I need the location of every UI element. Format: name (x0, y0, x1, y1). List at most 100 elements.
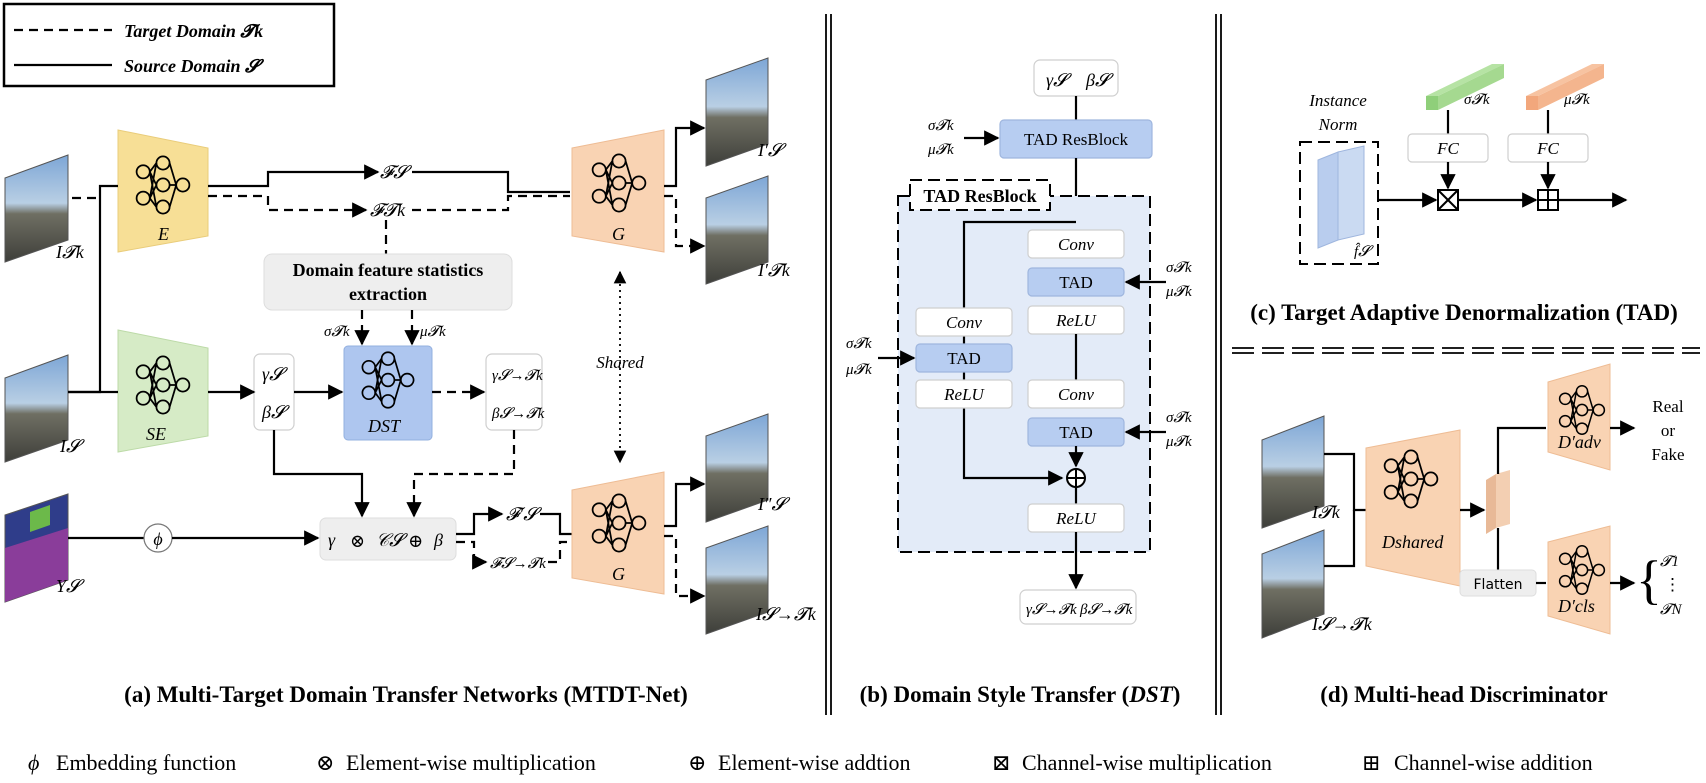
image-source-input (4, 354, 69, 463)
legend-otimes-text: Element-wise multiplication (346, 750, 596, 775)
class-1-label: 𝓣1 (1660, 554, 1679, 570)
instance-norm-line2: Norm (1318, 115, 1358, 134)
gamma-beta-transfer-box: γ𝓢→𝓣k β𝓢→𝓣k (485, 353, 545, 431)
feature-source2-label: 𝓕′𝓢 (506, 504, 542, 524)
caption-panel-b: (b) Domain Style Transfer (DST) (860, 682, 1181, 707)
tad-l-label: TAD (947, 349, 981, 368)
relu-l-label: ReLU (943, 385, 985, 404)
flatten-label: Flatten (1474, 577, 1523, 593)
image-segmentation-input (4, 493, 69, 603)
stats-box-line2: extraction (349, 284, 427, 304)
style-encoder-label: SE (146, 424, 166, 444)
gamma-st-label: γ𝓢→𝓣k (492, 368, 543, 384)
label-out-source2: I″𝓢 (757, 494, 790, 514)
tad-resblock-top: TAD ResBlock (1024, 130, 1128, 149)
legend-boxtimes-text: Channel-wise multiplication (1022, 750, 1272, 775)
out-gamma-beta-box (1019, 589, 1137, 625)
instance-norm-line1: Instance (1308, 91, 1367, 110)
image-d-transfer (1261, 529, 1325, 639)
out-beta: β𝓢→𝓣k (1079, 602, 1133, 618)
conv-r1-label: Conv (1058, 235, 1094, 254)
d-shared-block: Dshared (1365, 429, 1461, 587)
d-adv-label: D′adv (1557, 432, 1601, 452)
combine-gamma: γ (328, 530, 336, 550)
tad-l (915, 343, 1013, 373)
phi-symbol: ϕ (153, 529, 162, 549)
legend-source-label: Source Domain 𝓢 (124, 56, 265, 76)
generator-top-label: G (612, 224, 625, 244)
dst-block: DST (343, 345, 433, 441)
legend-oplus-text: Element-wise addtion (718, 750, 910, 775)
generator-bottom-label: G (612, 564, 625, 584)
legend-target-label: Target Domain 𝓣k (124, 21, 263, 41)
mu-l: μ𝓣k (845, 362, 872, 378)
mu-label-a: μ𝓣k (419, 324, 446, 340)
feature-block-d (1486, 470, 1510, 534)
caption-panel-a: (a) Multi-Target Domain Transfer Network… (124, 682, 688, 707)
tad-r1-label: TAD (1059, 273, 1093, 292)
panel-c: Instance Norm f̂𝓢 σ𝓣k FC μ𝓣k FC (1250, 64, 1678, 325)
fhat-label: f̂𝓢 (1354, 243, 1374, 260)
combine-oplus: ⊕ (408, 531, 423, 551)
generator-bottom: G (571, 471, 665, 595)
panel-separators (825, 14, 1700, 715)
top-gamma: γ𝓢 (1046, 70, 1072, 90)
fc-green-bar (1426, 64, 1504, 110)
image-output-source (705, 57, 769, 167)
tad-r2-label: TAD (1059, 423, 1093, 442)
encoder-e: E (117, 129, 209, 253)
generator-top: G (571, 129, 665, 253)
fc-orange-bar (1526, 64, 1604, 110)
legend-otimes-symbol: ⊗ (316, 750, 334, 775)
relu-l (915, 379, 1013, 409)
label-out-transfer: I𝓢→𝓣k (755, 604, 817, 624)
d-shared-label: Dshared (1381, 532, 1444, 552)
gamma-s-label: γ𝓢 (262, 364, 288, 384)
legend-boxplus-text: Channel-wise addition (1394, 750, 1593, 775)
fc2-label: FC (1536, 139, 1559, 158)
mu-r2: μ𝓣k (1165, 434, 1192, 450)
mu-top: μ𝓣k (927, 142, 954, 158)
sigma-l: σ𝓣k (846, 336, 872, 352)
d-cls-label: D′cls (1557, 596, 1595, 616)
panel-a: I𝓣k I𝓢 Y𝓢 E SE 𝓕𝓢 (4, 57, 817, 707)
legend-boxplus-symbol: ⊞ (1362, 750, 1380, 775)
feature-transfer-label: 𝓕𝓢→𝓣k (490, 556, 546, 572)
label-d-transfer: I𝓢→𝓣k (1311, 614, 1373, 634)
conv-l (915, 307, 1013, 337)
caption-panel-c: (c) Target Adaptive Denormalization (TAD… (1250, 300, 1678, 325)
feature-target-label: 𝓕𝓣k (370, 200, 406, 220)
panel-d: I𝓣k I𝓢→𝓣k Dshared D′adv Real or Fake Fla… (1261, 363, 1685, 707)
encoder-label: E (157, 224, 169, 244)
d-cls-block: D′cls (1547, 525, 1611, 635)
beta-st-label: β𝓢→𝓣k (491, 406, 545, 422)
sigma-c: σ𝓣k (1464, 92, 1490, 108)
beta-s-label: β𝓢 (261, 402, 290, 422)
out-gamma: γ𝓢→𝓣k (1026, 602, 1077, 618)
tad-r1 (1027, 267, 1125, 297)
combine-beta: β (433, 530, 443, 550)
real-label: Real (1652, 397, 1683, 416)
conv-r2 (1027, 379, 1125, 409)
fc1-label: FC (1436, 139, 1459, 158)
mu-c: μ𝓣k (1563, 92, 1590, 108)
panel-b: γ𝓢 β𝓢 σ𝓣k μ𝓣k TAD ResBlock TAD ResBlock … (845, 59, 1192, 707)
legend-box: Target Domain 𝓣k Source Domain 𝓢 (2, 2, 336, 88)
label-d-target: I𝓣k (1311, 502, 1341, 522)
style-encoder-se: SE (117, 329, 209, 453)
conv-r2-label: Conv (1058, 385, 1094, 404)
label-input-seg: Y𝓢 (56, 576, 85, 596)
caption-panel-d: (d) Multi-head Discriminator (1320, 682, 1607, 707)
image-target-input (4, 154, 69, 263)
sigma-r1: σ𝓣k (1166, 260, 1192, 276)
conv-l-label: Conv (946, 313, 982, 332)
or-label: or (1661, 421, 1676, 440)
image-output-source2 (705, 413, 769, 523)
bottom-legend: ϕ Embedding function ⊗ Element-wise mult… (28, 750, 1593, 775)
image-output-transfer (705, 525, 769, 635)
label-out-source: I′𝓢 (757, 140, 787, 160)
dst-label: DST (367, 416, 402, 436)
combine-box: γ ⊗ 𝒞𝓢 ⊕ β (319, 517, 457, 561)
